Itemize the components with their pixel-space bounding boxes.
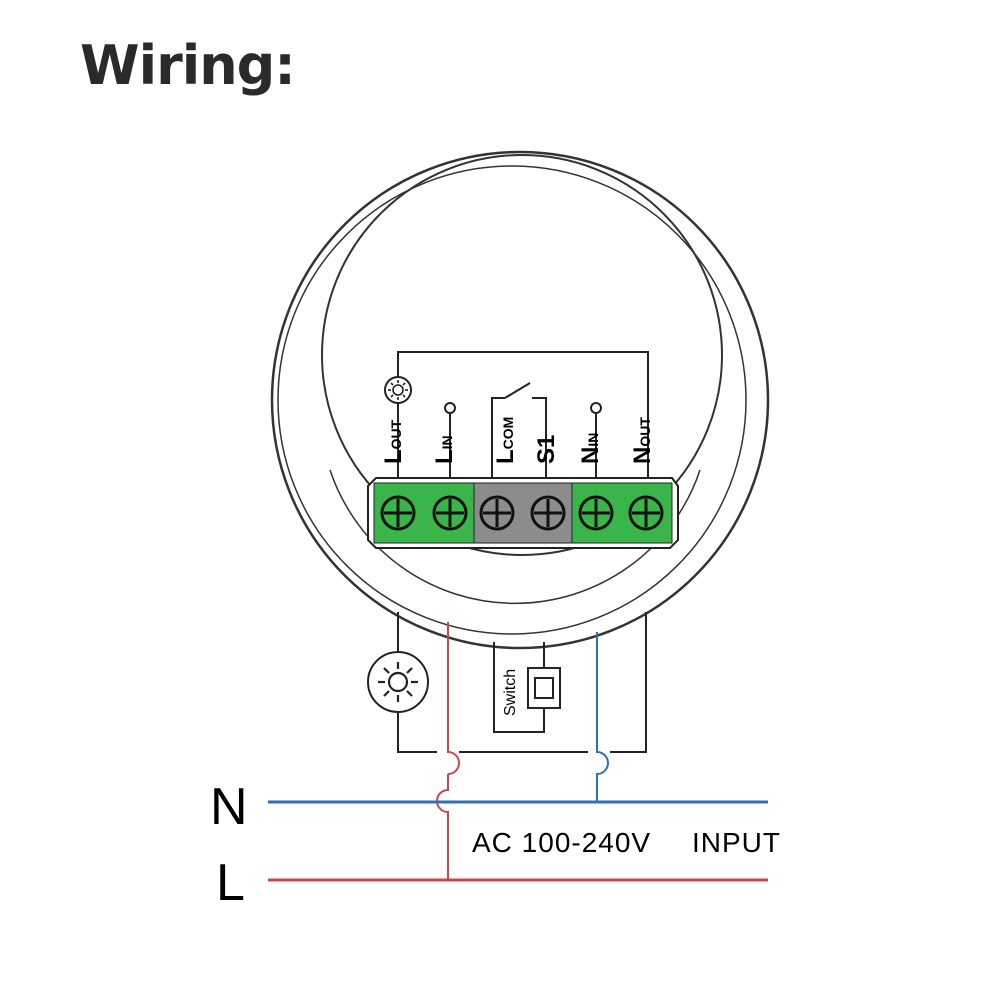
lin-terminal-dot	[444, 402, 456, 414]
screw-nout	[628, 495, 664, 531]
terminal-label-lin: LIN	[431, 435, 458, 464]
terminal-label-nout: NOUT	[629, 417, 656, 464]
terminal-block	[367, 477, 679, 549]
switch-label: Switch	[502, 669, 519, 716]
neutral-label: N	[210, 778, 248, 836]
page-title: Wiring:	[80, 34, 296, 97]
terminal-labels: LOUT LIN LCOM S1 NIN NOUT	[380, 417, 656, 464]
nin-terminal-dot	[590, 402, 602, 414]
screw-lout	[380, 495, 416, 531]
screw-lin	[432, 495, 468, 531]
terminal-label-lout: LOUT	[380, 419, 407, 464]
terminal-label-nin: NIN	[577, 433, 604, 464]
wall-switch: Switch	[502, 667, 561, 716]
external-lamp-icon	[367, 651, 429, 713]
live-label: L	[216, 854, 245, 912]
screw-nin	[578, 495, 614, 531]
device-body	[270, 150, 770, 650]
input-label: INPUT	[692, 827, 781, 858]
input-voltage: AC 100-240V	[472, 827, 651, 858]
screw-s1	[530, 495, 566, 531]
internal-schematic	[397, 351, 649, 478]
screw-lcom	[479, 495, 515, 531]
terminal-label-s1: S1	[533, 435, 560, 464]
lamp-icon	[384, 376, 412, 404]
terminal-label-lcom: LCOM	[492, 417, 519, 464]
external-wiring	[268, 612, 768, 882]
